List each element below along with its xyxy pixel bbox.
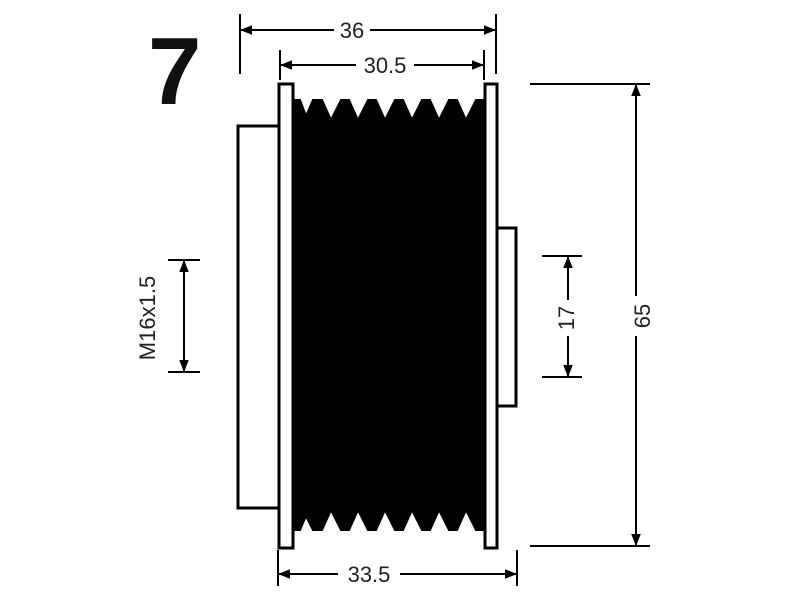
dim-text-305: 30.5 <box>364 53 407 78</box>
dim-text-335: 33.5 <box>348 562 391 587</box>
dim-text-36: 36 <box>340 18 364 43</box>
left-flange <box>277 82 295 550</box>
right-flange <box>483 82 499 550</box>
left-hub <box>236 124 282 510</box>
dim-text-17: 17 <box>554 306 579 330</box>
right-hub <box>494 226 518 408</box>
dim-text-thread: M16x1.5 <box>135 276 160 360</box>
dim-text-65: 65 <box>630 304 655 328</box>
pulley-body <box>292 99 486 531</box>
figure-number: 7 <box>148 18 201 125</box>
